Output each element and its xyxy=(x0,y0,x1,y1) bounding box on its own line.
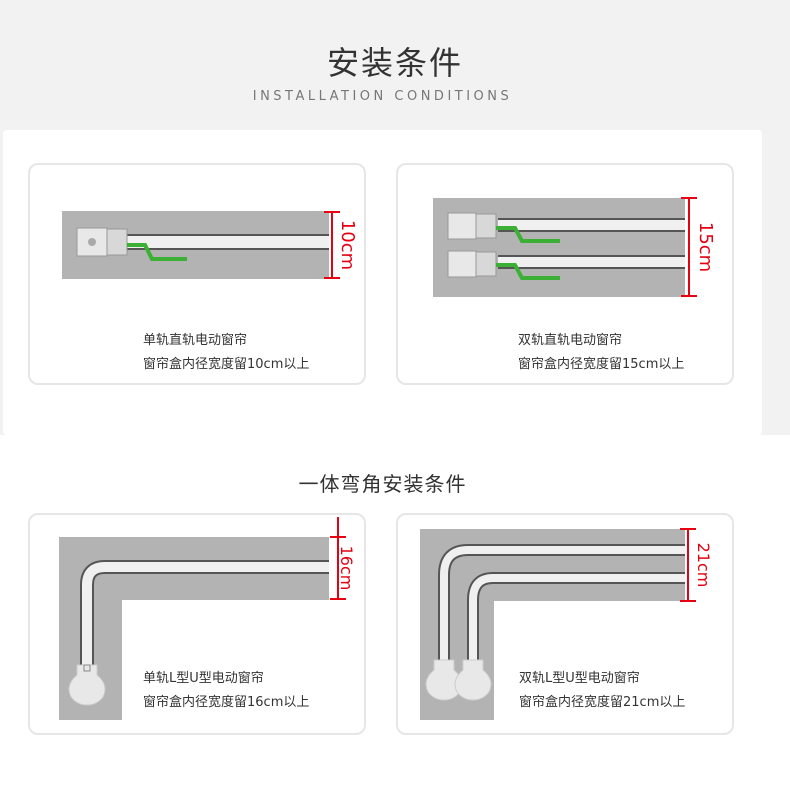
card-double-corner: 21cm 双轨L型U型电动窗帘 窗帘盒内径宽度留21cm以上 xyxy=(396,513,734,735)
card-single-straight: 10cm 单轨直轨电动窗帘 窗帘盒内径宽度留10cm以上 xyxy=(28,163,366,385)
measure-label: 10cm xyxy=(337,220,358,270)
card-requirement: 窗帘盒内径宽度留10cm以上 xyxy=(143,357,310,372)
section-title: 一体弯角安装条件 xyxy=(298,472,467,496)
page-title: 安装条件 xyxy=(326,44,463,82)
measure-label: 15cm xyxy=(695,222,716,272)
card-title: 单轨直轨电动窗帘 xyxy=(143,333,248,348)
card-title: 单轨L型U型电动窗帘 xyxy=(143,671,264,686)
single-track-diagram: 10cm xyxy=(62,211,358,279)
card-requirement: 窗帘盒内径宽度留16cm以上 xyxy=(143,695,310,710)
page-subtitle: INSTALLATION CONDITIONS xyxy=(252,89,513,104)
card-single-corner: 16cm 单轨L型U型电动窗帘 窗帘盒内径宽度留16cm以上 xyxy=(28,513,366,735)
card-double-straight: 15cm 双轨直轨电动窗帘 窗帘盒内径宽度留15cm以上 xyxy=(396,163,734,385)
card-title: 双轨直轨电动窗帘 xyxy=(518,333,623,348)
card-requirement: 窗帘盒内径宽度留15cm以上 xyxy=(518,357,685,372)
double-corner-diagram: 21cm xyxy=(420,528,713,720)
measure-label: 21cm xyxy=(694,543,713,588)
card-title: 双轨L型U型电动窗帘 xyxy=(519,671,640,686)
double-track-diagram: 15cm xyxy=(433,197,716,297)
measure-label: 16cm xyxy=(337,546,356,591)
single-corner-diagram: 16cm xyxy=(59,517,356,720)
card-requirement: 窗帘盒内径宽度留21cm以上 xyxy=(519,695,686,710)
